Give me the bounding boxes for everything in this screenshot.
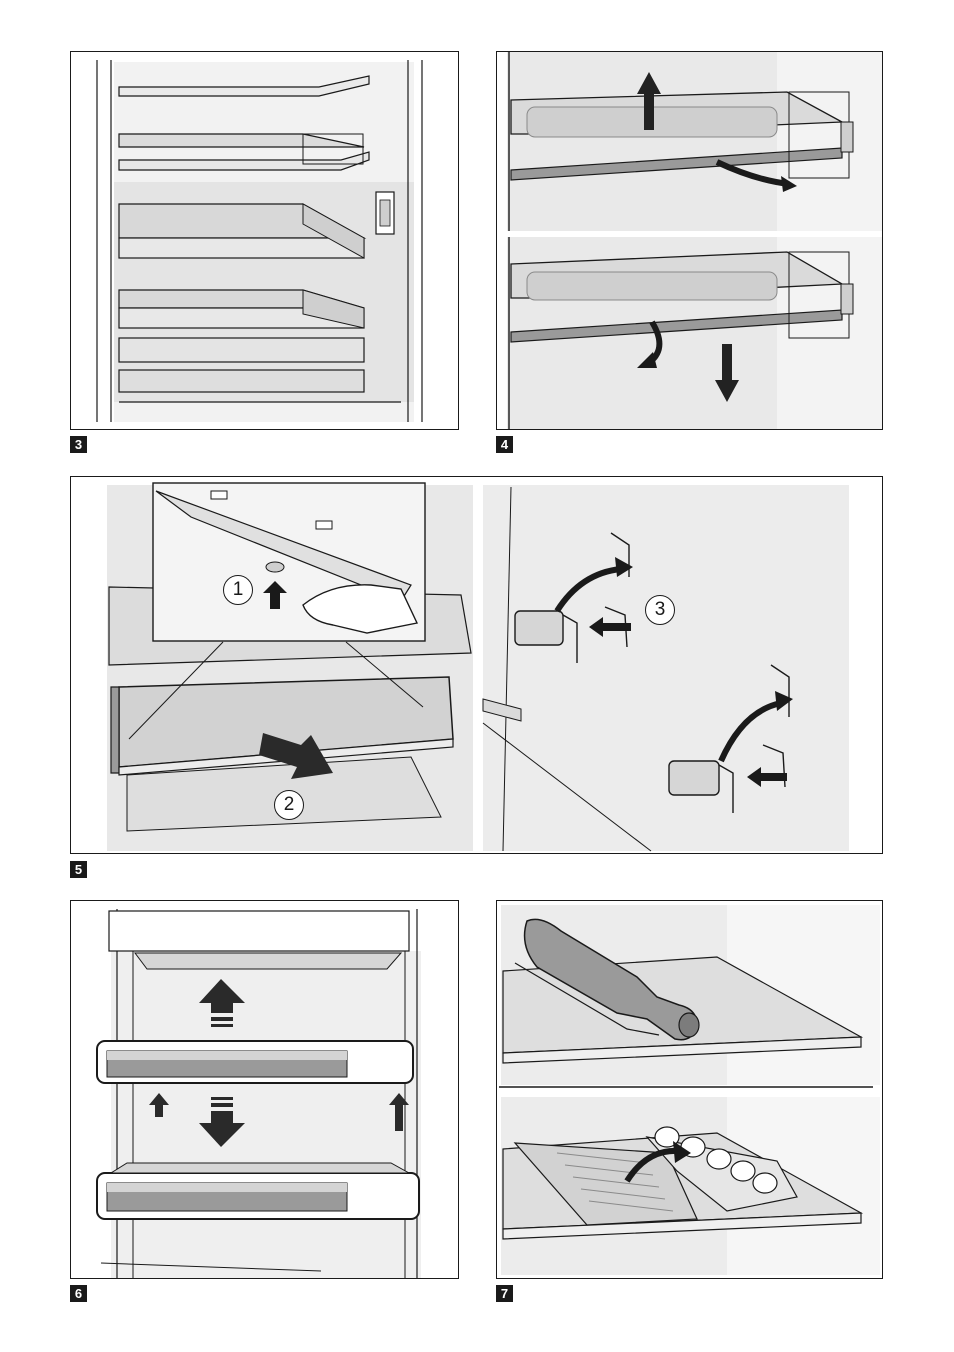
figure-3-panel [70, 51, 459, 430]
figure-4-number: 4 [496, 436, 513, 453]
figure-7-panel [496, 900, 883, 1279]
figure-7-number: 7 [496, 1285, 513, 1302]
step-1-marker: 1 [223, 575, 253, 605]
door-shelf-adjustment-illustration [71, 901, 459, 1279]
figure-6-number: 6 [70, 1285, 87, 1302]
figure-5-number: 5 [70, 861, 87, 878]
figure-4-panel [496, 51, 883, 430]
figure-5-panel: 1 2 3 [70, 476, 883, 854]
bottle-rack-egg-tray-illustration [497, 901, 883, 1279]
shelf-removal-illustration [497, 52, 883, 430]
step-2-marker: 2 [274, 790, 304, 820]
step-3-marker: 3 [645, 595, 675, 625]
figure-6-panel [70, 900, 459, 1279]
fridge-interior-shelves-illustration [71, 52, 459, 430]
figure-3-number: 3 [70, 436, 87, 453]
shelf-adjustment-illustration [71, 477, 883, 854]
